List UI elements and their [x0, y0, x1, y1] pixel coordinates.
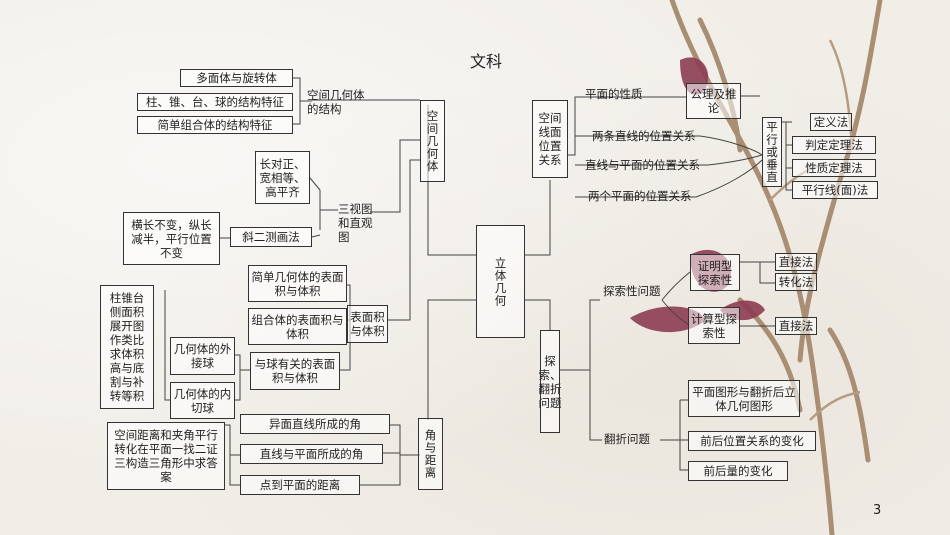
sphere-inner: 几何体的内切球 [170, 382, 235, 419]
explore-label: 探索性问题 [603, 284, 661, 298]
angle-distance-node: 角与距离 [418, 418, 443, 490]
surface-item-3: 与球有关的表面积与体积 [250, 352, 340, 390]
fold-item-2: 前后位置关系的变化 [688, 431, 816, 451]
spatial-solid-item-3: 简单组合体的结构特征 [137, 116, 293, 134]
position-item-1: 平面的性质 [585, 87, 643, 101]
calc-type: 计算型探索性 [688, 307, 740, 344]
position-item-3: 直线与平面的位置关系 [585, 158, 700, 172]
explore-fold-node: 探索、翻折问题 [539, 330, 562, 433]
parallel-perp-node: 平行或垂直 [762, 117, 782, 187]
calc-method-1: 直接法 [775, 317, 817, 335]
method-3: 性质定理法 [792, 159, 876, 177]
angle-item-3: 点到平面的距离 [240, 475, 360, 495]
surface-side-note: 柱锥台侧面积展开图作类比求体积高与底割与补转等积 [100, 285, 154, 409]
angle-item-1: 异面直线所成的角 [240, 414, 390, 434]
fold-label: 翻折问题 [604, 432, 650, 446]
surface-volume-node: 表面积与体积 [347, 305, 388, 343]
sphere-outer: 几何体的外接球 [170, 337, 235, 375]
fold-item-3: 前后量的变化 [688, 461, 788, 481]
spatial-solid-node: 空间几何体 [420, 100, 445, 182]
angle-item-2: 直线与平面所成的角 [240, 444, 383, 464]
oblique-method: 斜二测画法 [230, 227, 312, 247]
axiom-box: 公理及推论 [686, 83, 741, 119]
three-view-rule: 长对正、宽相等、高平齐 [255, 151, 310, 204]
method-1: 定义法 [810, 113, 852, 131]
proof-type: 证明型探索性 [690, 254, 740, 291]
three-view-label: 三视图和直观图 [338, 202, 373, 244]
method-4: 平行线(面)法 [792, 181, 878, 199]
surface-item-2: 组合体的表面积与体积 [248, 308, 347, 345]
spatial-solid-item-1: 多面体与旋转体 [180, 69, 293, 87]
proof-method-1: 直接法 [775, 253, 817, 271]
surface-item-1: 简单几何体的表面积与体积 [248, 265, 347, 302]
position-node: 空间线面位置关系 [532, 100, 568, 178]
angle-note: 空间距离和夹角平行转化在平面一找二证三构造三角形中求答案 [107, 422, 225, 490]
position-item-4: 两个平面的位置关系 [588, 189, 692, 203]
proof-method-2: 转化法 [775, 273, 817, 291]
position-item-2: 两条直线的位置关系 [592, 129, 696, 143]
center-node: 立体几何 [476, 225, 525, 338]
spatial-solid-item-2: 柱、锥、台、球的结构特征 [137, 93, 293, 111]
spatial-solid-structure-label: 空间几何体的结构 [307, 88, 365, 116]
method-2: 判定定理法 [792, 136, 876, 154]
oblique-rule: 横长不变，纵长减半，平行位置不变 [123, 212, 220, 265]
fold-item-1: 平面图形与翻折后立体几何图形 [688, 380, 800, 417]
page-title: 文科 [470, 52, 503, 71]
page-number: 3 [873, 503, 882, 518]
